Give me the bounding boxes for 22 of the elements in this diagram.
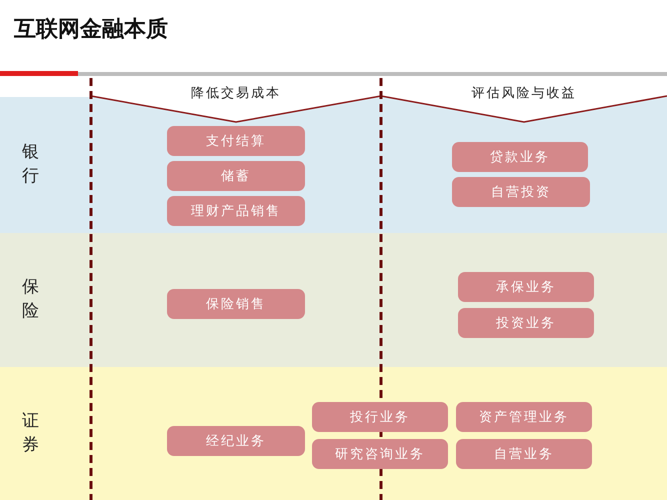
category-pill: 理财产品销售 [167, 196, 305, 226]
column-title: 评估风险与收益 [470, 85, 578, 102]
row-band [0, 233, 667, 367]
category-pill: 研究咨询业务 [312, 439, 448, 469]
category-pill: 经纪业务 [167, 426, 305, 456]
row-label: 保险 [22, 276, 39, 323]
category-pill: 支付结算 [167, 126, 305, 156]
category-pill: 投行业务 [312, 402, 448, 432]
title: 互联网金融本质 [14, 16, 168, 44]
category-pill: 储蓄 [167, 161, 305, 191]
category-pill: 自营业务 [456, 439, 592, 469]
category-pill: 投资业务 [458, 308, 594, 338]
category-pill: 承保业务 [458, 272, 594, 302]
category-pill: 自营投资 [452, 177, 590, 207]
category-pill: 贷款业务 [452, 142, 588, 172]
column-title: 降低交易成本 [190, 85, 282, 102]
row-label: 银行 [22, 141, 39, 188]
category-pill: 资产管理业务 [456, 402, 592, 432]
row-label: 证券 [22, 410, 39, 457]
category-pill: 保险销售 [167, 289, 305, 319]
row-band [0, 97, 667, 233]
row-band [0, 367, 667, 500]
